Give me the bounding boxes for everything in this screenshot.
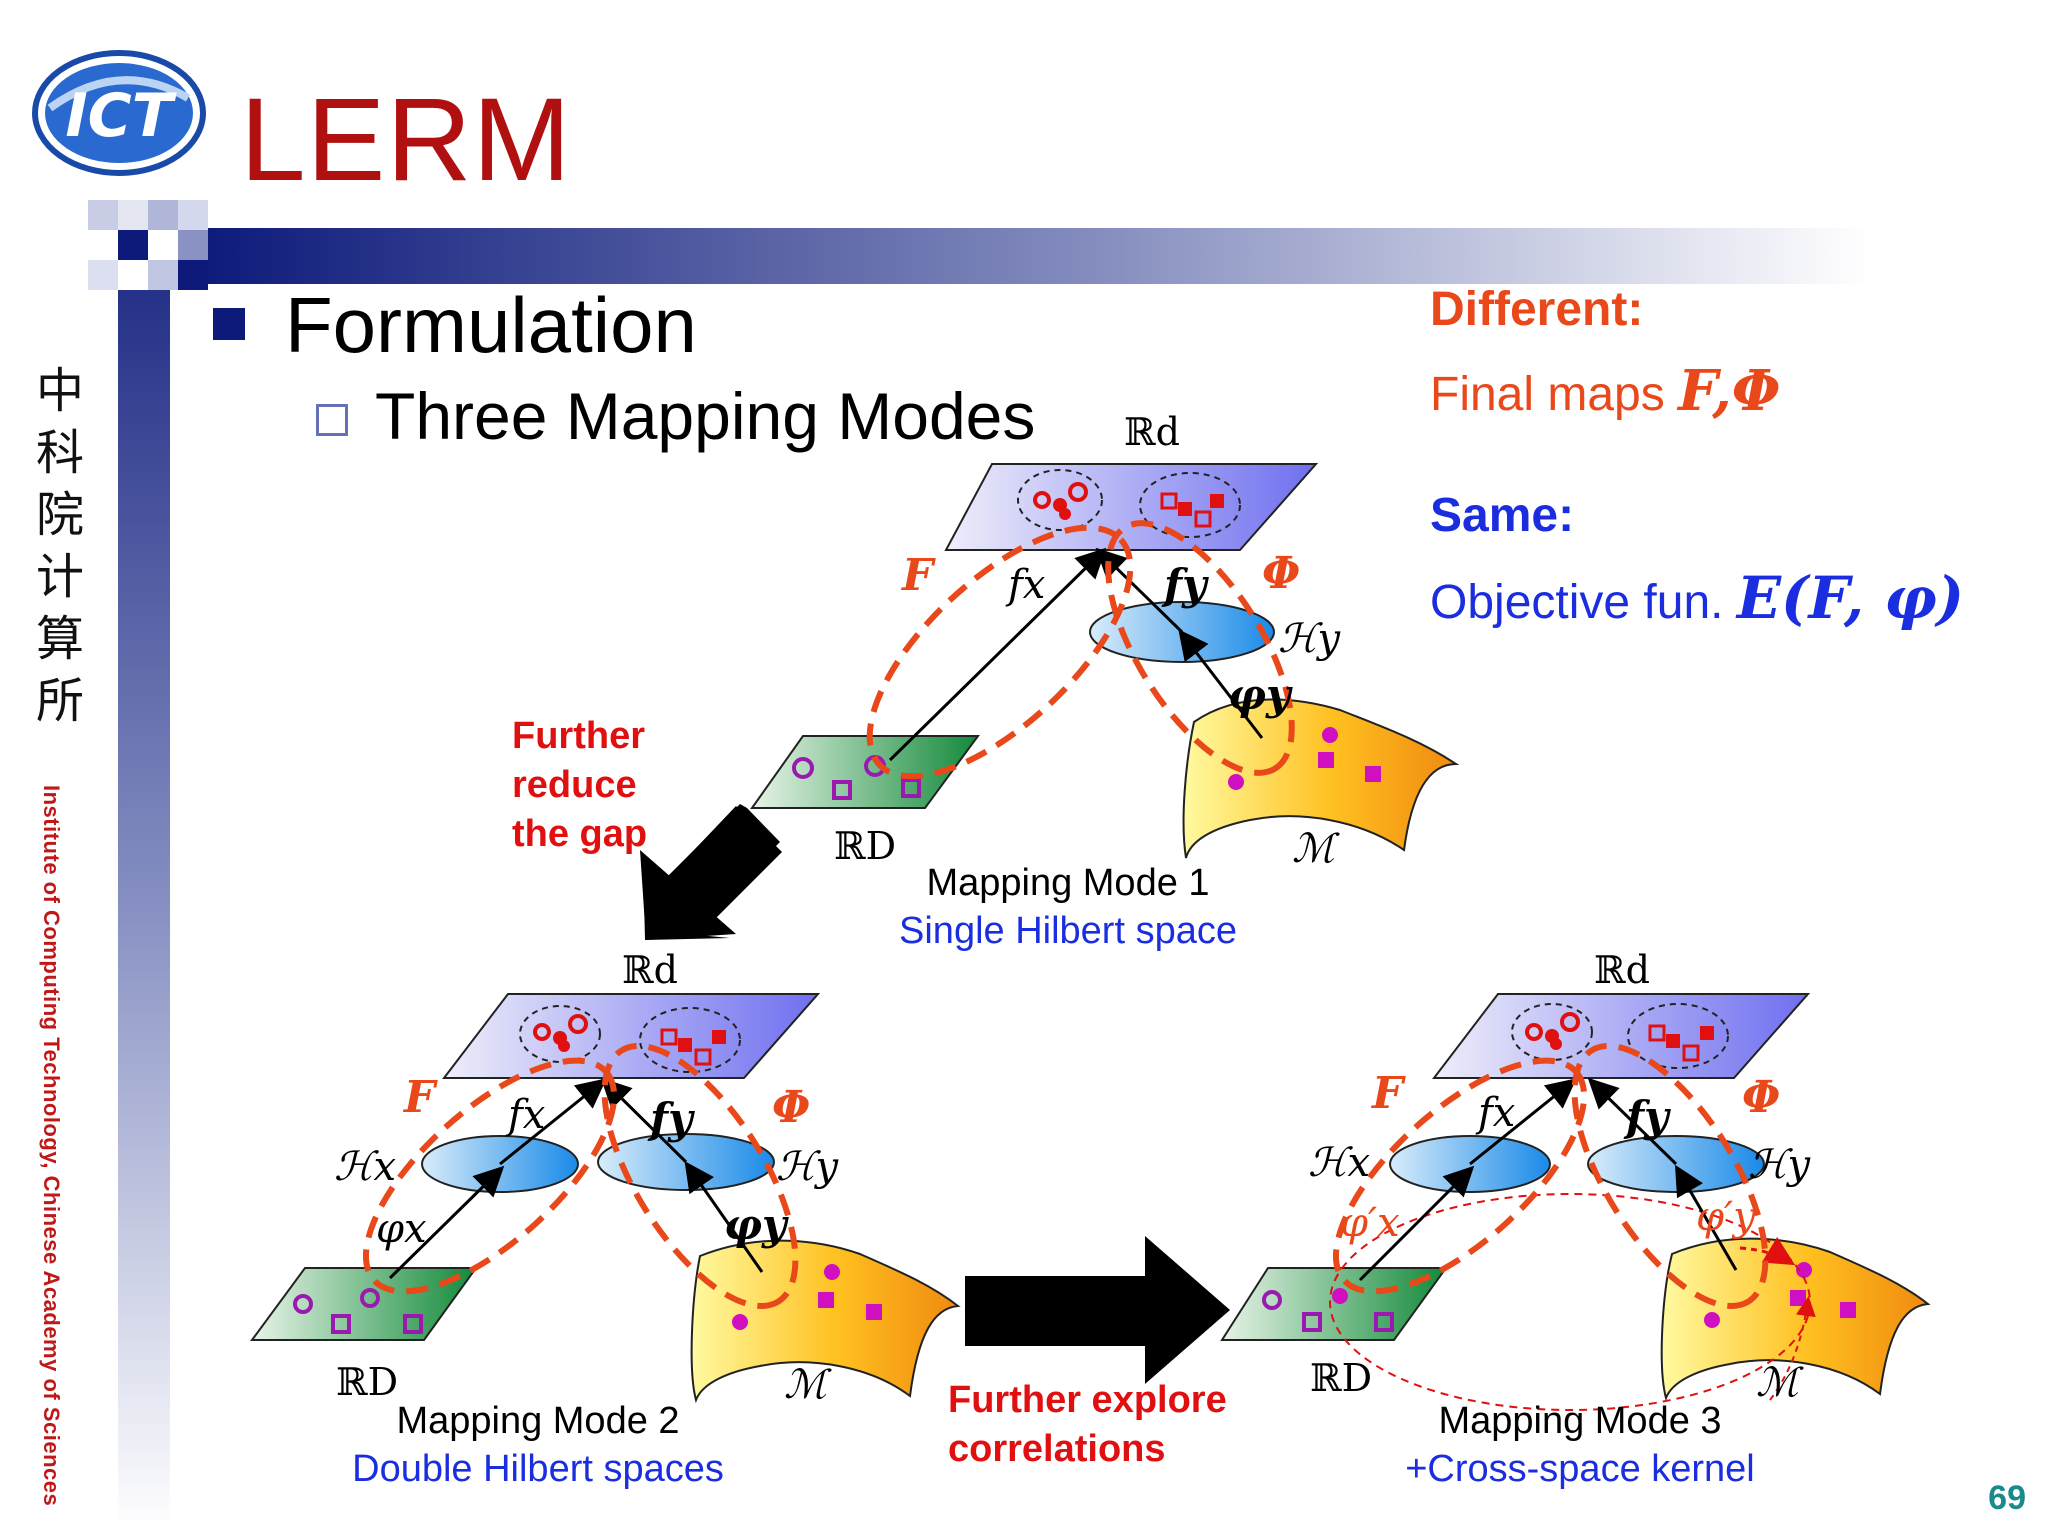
same-label: Same:: [1430, 489, 1575, 542]
heading: Formulation: [285, 281, 697, 369]
mode2-Rd-label: ℝd: [622, 948, 678, 992]
reduce-gap-line-2: reduce: [512, 764, 637, 806]
objective-math: E(F, φ): [1736, 564, 1965, 632]
mode3-M-label: ℳ: [1756, 1360, 1799, 1406]
mode2-fy-label: fy: [650, 1094, 693, 1143]
mode1-subcaption: Single Hilbert space: [899, 910, 1237, 952]
mode2-diagram: [250, 993, 961, 1404]
mode2-F-label: F: [404, 1072, 436, 1123]
final-maps-math: F,Φ: [1678, 358, 1781, 424]
mode1-diagram: [750, 463, 1460, 859]
mode2-fx-label: fx: [508, 1092, 546, 1138]
mode2-phiy-label: φy: [724, 1200, 787, 1249]
mode2-subcaption: Double Hilbert spaces: [352, 1448, 724, 1490]
ict-logo: ICT: [32, 50, 206, 176]
reduce-gap-line-1: Further: [512, 715, 645, 757]
mode3-subcaption: +Cross-space kernel: [1405, 1448, 1755, 1490]
mode3-Phi-label: Φ: [1742, 1072, 1781, 1123]
mode1-phiy-label: φy: [1228, 670, 1291, 719]
mode2-Hx-label: ℋx: [334, 1144, 397, 1190]
mode3-fx-label: fx: [1478, 1090, 1516, 1136]
mode1-F-label: F: [902, 550, 934, 601]
mode1-Phi-label: Φ: [1262, 548, 1301, 599]
mode1-caption: Mapping Mode 1: [926, 862, 1210, 904]
explore-note: Further explore correlations: [948, 1376, 1227, 1474]
mode3-Rd-label: ℝd: [1594, 948, 1650, 992]
explore-line-1: Further explore: [948, 1379, 1227, 1421]
different-label: Different:: [1430, 283, 1644, 336]
mode3-Hx-label: ℋx: [1308, 1140, 1371, 1186]
mode3-F-label: F: [1372, 1068, 1404, 1119]
mode1-fy-label: fy: [1164, 560, 1207, 609]
explore-arrow: [965, 1236, 1230, 1384]
mode3-phix-prime-label: φ′x: [1340, 1200, 1400, 1246]
page-number: 69: [1988, 1479, 2026, 1517]
mode3-RD-label: ℝD: [1310, 1356, 1373, 1400]
mode2-M-label: ℳ: [784, 1362, 827, 1408]
subheading: Three Mapping Modes: [375, 379, 1036, 453]
reduce-gap-line-3: the gap: [512, 813, 648, 855]
mode2-RD-label: ℝD: [336, 1360, 399, 1404]
objective-line: Objective fun. E(F, φ): [1430, 564, 1964, 632]
mode3-diagram: [1220, 993, 1931, 1411]
logo-text: ICT: [65, 81, 176, 151]
mode1-RD-label: ℝD: [834, 824, 897, 868]
institute-en: Institute of Computing Technology, Chine…: [39, 785, 64, 1507]
slide-title: LERM: [240, 74, 572, 206]
final-maps-text: Final maps: [1430, 368, 1665, 421]
mode3-Hy-label: ℋy: [1748, 1142, 1811, 1188]
objective-text: Objective fun.: [1430, 576, 1724, 629]
reduce-gap-note: Further reduce the gap: [512, 712, 647, 859]
mode1-M-label: ℳ: [1292, 826, 1335, 872]
mode2-Hy-label: ℋy: [776, 1144, 839, 1190]
mode1-Hy-label: ℋy: [1278, 616, 1341, 662]
mode1-Rd-label: ℝd: [1124, 410, 1180, 454]
mode2-caption: Mapping Mode 2: [396, 1400, 680, 1442]
sub-bullet-square: [316, 404, 348, 436]
mode1-fx-label: fx: [1008, 562, 1046, 608]
bullet-square: [213, 308, 245, 340]
institute-cn: 中科院计算所: [35, 363, 84, 729]
mode3-caption: Mapping Mode 3: [1438, 1400, 1722, 1442]
mode3-phiy-prime-label: φ′y: [1696, 1194, 1756, 1240]
mode2-Phi-label: Φ: [772, 1082, 811, 1133]
final-maps-line: Final maps F,Φ: [1430, 358, 1781, 424]
mode3-fy-label: fy: [1626, 1092, 1669, 1141]
mode2-phix-label: φx: [376, 1206, 427, 1252]
explore-line-2: correlations: [948, 1428, 1166, 1470]
